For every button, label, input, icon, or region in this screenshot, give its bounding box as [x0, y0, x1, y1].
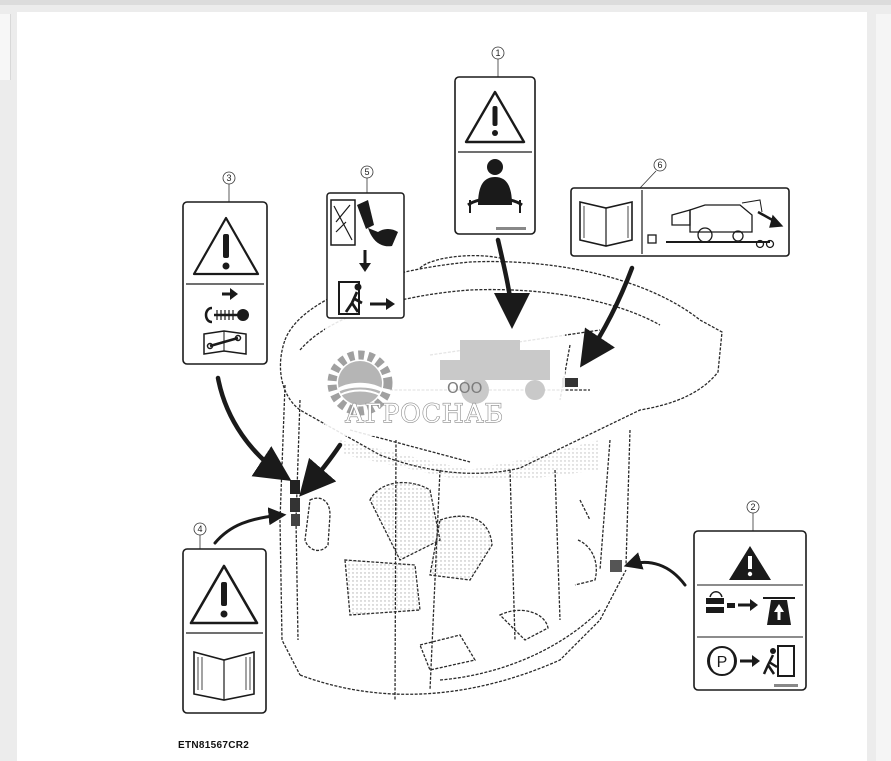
seated-operator-seatbelt-icon — [467, 159, 523, 213]
decal-location-4 — [291, 514, 300, 526]
top-bar — [0, 0, 891, 5]
decal-location-6 — [562, 378, 578, 387]
callout-number-4: 4 — [197, 524, 202, 534]
right-scroll-strip[interactable] — [876, 14, 891, 761]
service-manual-icon — [203, 330, 247, 355]
arrow-6 — [580, 265, 635, 368]
watermark-brand: АГРОСНАБ — [345, 399, 504, 428]
callout-number-6: 6 — [657, 160, 662, 170]
callout-bubble-6: 6 — [639, 158, 667, 189]
emergency-exit-icon — [338, 250, 395, 315]
callout-number-5: 5 — [364, 167, 369, 177]
decal-2: P — [693, 530, 807, 691]
break-glass-hammer-icon — [330, 199, 398, 247]
cab-texture — [340, 440, 600, 615]
arrow-1 — [493, 237, 530, 329]
decal-5 — [326, 192, 405, 319]
warning-triangle-icon — [189, 564, 259, 625]
read-manual-icon — [579, 200, 633, 247]
remove-key-icon — [204, 288, 249, 324]
svg-text:P: P — [717, 654, 728, 671]
callout-number-1: 1 — [495, 48, 500, 58]
callout-arrows — [213, 237, 687, 587]
parking-brake-then-exit-icon: P — [707, 645, 795, 677]
decal-4 — [182, 548, 267, 714]
callout-bubble-4: 4 — [193, 522, 207, 549]
decal-location-2 — [610, 560, 622, 572]
lower-header-then-exit-icon — [706, 591, 795, 625]
arrow-4 — [213, 507, 287, 545]
gear-logo-icon — [327, 350, 393, 416]
watermark-logo: ООО АГРОСНАБ — [325, 318, 565, 436]
warning-triangle-icon — [729, 546, 771, 580]
callout-number-3: 3 — [226, 173, 231, 183]
callout-number-2: 2 — [750, 502, 755, 512]
decal-3 — [182, 201, 268, 365]
callout-bubble-1: 1 — [491, 46, 505, 77]
callout-bubble-5: 5 — [360, 165, 374, 193]
figure-code: ETN81567CR2 — [178, 740, 250, 751]
arrow-3 — [215, 375, 292, 481]
warning-triangle-icon — [192, 216, 260, 276]
watermark-prefix: ООО — [447, 379, 482, 397]
decal-6 — [570, 187, 790, 257]
decal-location-3 — [290, 480, 300, 494]
combine-transport-icon — [647, 199, 784, 249]
combine-watermark-icon — [440, 340, 550, 404]
arrow-2 — [623, 552, 687, 587]
arrow-5 — [299, 442, 343, 497]
decal-1 — [454, 76, 536, 235]
decal-location-5 — [290, 498, 300, 512]
callout-bubble-2: 2 — [746, 500, 760, 531]
read-manual-icon — [193, 650, 255, 701]
left-sidebar-stub — [0, 14, 11, 80]
callout-bubble-3: 3 — [222, 171, 236, 202]
part-number-strip — [774, 684, 798, 687]
warning-triangle-icon — [464, 90, 526, 144]
part-number-strip — [496, 227, 526, 230]
